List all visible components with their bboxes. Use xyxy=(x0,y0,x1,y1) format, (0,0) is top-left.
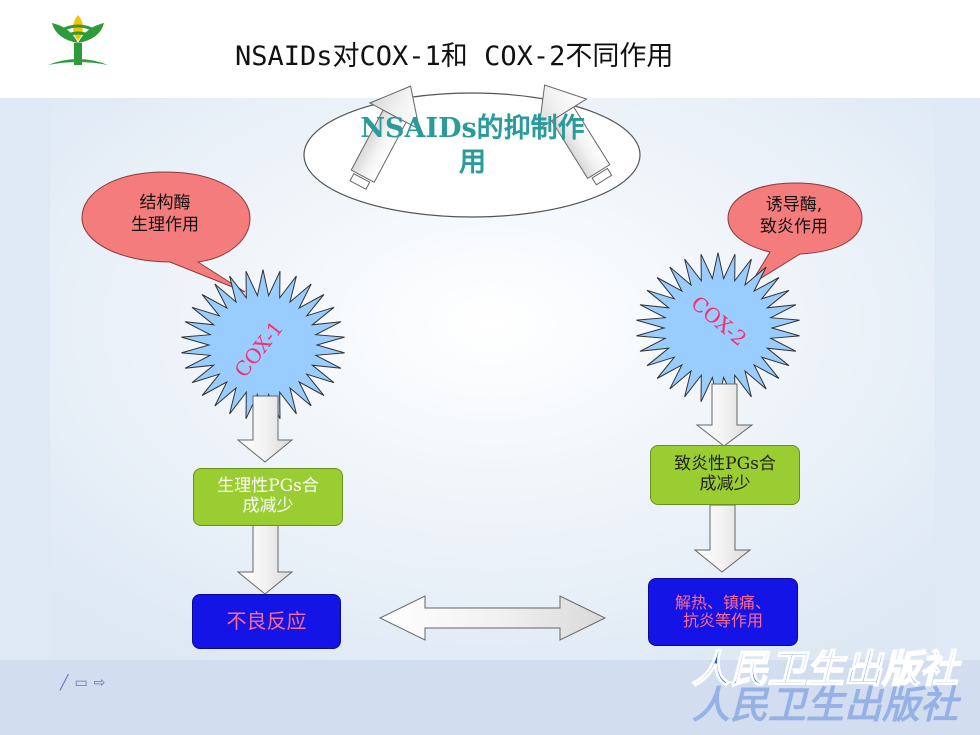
callout-left-shape xyxy=(81,171,251,293)
logo-icon xyxy=(48,15,108,65)
arrow-right-result-down xyxy=(693,504,752,573)
right-result-line-2: 成减少 xyxy=(699,474,751,494)
callout-left-line-2: 生理作用 xyxy=(131,215,199,236)
right-effect-line-2: 抗炎等作用 xyxy=(682,611,763,630)
publisher-logo-reflection: 人民卫生出版社 xyxy=(692,682,962,727)
arrow-icon[interactable]: ⇨ xyxy=(93,675,112,691)
arrow-to-cox1 xyxy=(349,85,421,190)
center-node-text: NSAIDs的抑制作用 xyxy=(360,113,585,178)
right-effect-box: 解热、镇痛、 抗炎等作用 xyxy=(648,578,798,646)
center-node-label: NSAIDs的抑制作用 xyxy=(355,112,590,180)
callout-right-line-2: 致炎作用 xyxy=(760,217,828,238)
arrow-to-cox2 xyxy=(538,84,613,186)
double-arrow xyxy=(378,595,607,641)
callout-left-text: 结构酶 生理作用 xyxy=(100,192,230,236)
menu-icon[interactable]: ▭ xyxy=(74,675,94,691)
title-band xyxy=(0,0,980,98)
left-result-box: 生理性PGs合 成减少 xyxy=(193,468,343,526)
callout-right-shape xyxy=(727,182,863,286)
left-result-line-1: 生理性PGs合 xyxy=(217,476,319,497)
callout-right-line-1: 诱导酶, xyxy=(765,195,823,215)
left-effect-text: 不良反应 xyxy=(226,609,307,633)
left-effect-box: 不良反应 xyxy=(192,594,341,649)
publisher-logo: 人民卫生出版社 xyxy=(692,646,962,691)
pen-icon[interactable]: ╱ xyxy=(60,675,75,691)
right-result-line-1: 致炎性PGs合 xyxy=(674,454,776,475)
page-title: NSAIDs对COX-1和 COX-2不同作用 xyxy=(235,41,674,72)
right-effect-line-1: 解热、镇痛、 xyxy=(674,592,771,612)
callout-left-line-1: 结构酶 xyxy=(139,193,191,213)
arrow-cox1-down xyxy=(236,395,294,463)
right-result-box: 致炎性PGs合 成减少 xyxy=(650,445,800,505)
slide-nav: ╱▭⇨ xyxy=(60,675,111,691)
left-result-line-2: 成减少 xyxy=(242,496,294,516)
arrow-left-result-down xyxy=(236,524,294,595)
arrow-cox2-down xyxy=(695,383,754,447)
callout-right-text: 诱导酶, 致炎作用 xyxy=(735,194,853,238)
footer-band xyxy=(0,660,980,735)
